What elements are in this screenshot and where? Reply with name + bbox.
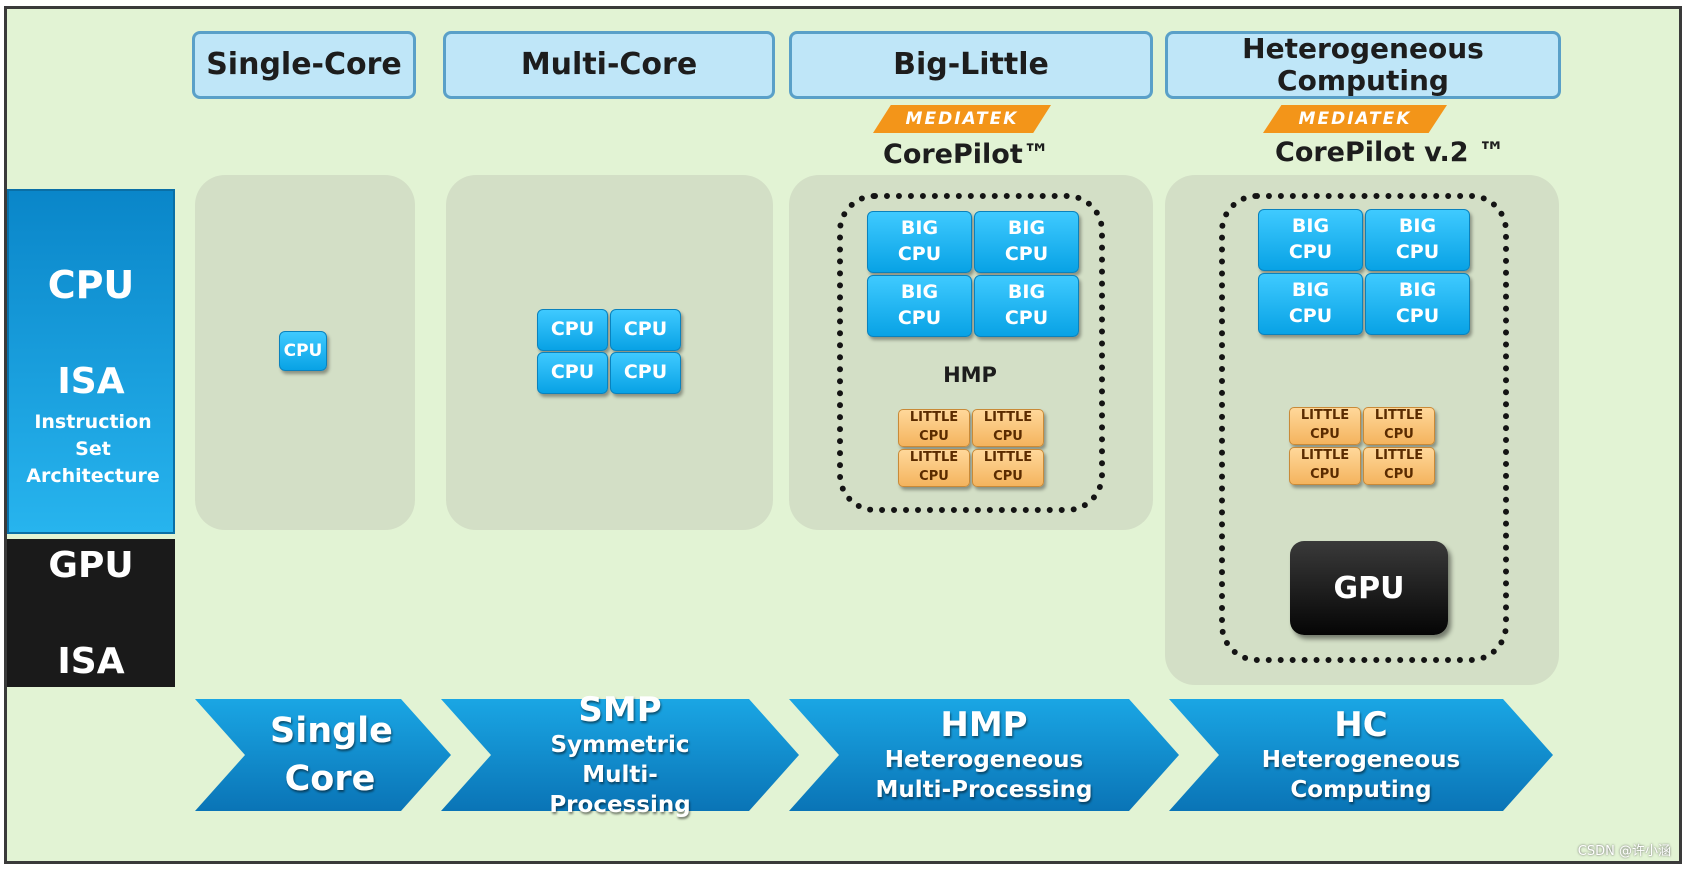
corepilot-label: CorePilot™	[883, 139, 1050, 170]
hmp-cluster-outline	[837, 193, 1105, 513]
multi-cpu-chip-1: CPU	[537, 309, 608, 351]
header-big-little: Big-Little	[789, 31, 1153, 99]
header-heterogeneous-computing: Heterogeneous Computing	[1165, 31, 1561, 99]
hc-big-cpu-chip-4: BIG CPU	[1365, 273, 1470, 335]
cpu-isa-label-block: CPU ISA Instruction Set Architecture	[7, 189, 175, 534]
header-multi-core: Multi-Core	[443, 31, 775, 99]
hc-big-cpu-chip-2: BIG CPU	[1365, 209, 1470, 271]
gpu-isa-label-block: GPU ISA	[7, 539, 175, 687]
arrow-hc: HC Heterogeneous Computing	[1169, 699, 1553, 811]
arrow-smp: SMP Symmetric Multi-Processing	[441, 690, 799, 818]
big-cpu-chip-4: BIG CPU	[974, 275, 1079, 337]
mediatek-logo-v2: MEDIATEK	[1263, 105, 1447, 133]
multi-cpu-chip-3: CPU	[537, 352, 608, 394]
corepilot-v2-label: CorePilot v.2 ™	[1275, 137, 1505, 168]
arrow-hmp: HMP Heterogeneous Multi-Processing	[789, 699, 1179, 811]
multi-core-panel	[446, 175, 773, 530]
hc-little-cpu-chip-2: LITTLE CPU	[1363, 407, 1435, 445]
chevron-arrow-shape	[195, 699, 451, 811]
single-cpu-chip: CPU	[279, 331, 327, 371]
arrow-smp-title: SMP	[578, 690, 662, 730]
arrow-hmp-subtitle: Heterogeneous Multi-Processing	[875, 747, 1093, 803]
big-cpu-chip-1: BIG CPU	[867, 211, 972, 273]
mediatek-logo: MEDIATEK	[873, 105, 1051, 133]
arrow-single-core-title: Single Core	[270, 711, 393, 799]
chevron-arrow-shape	[1169, 699, 1553, 811]
arrow-single-core: Single Core	[195, 699, 451, 811]
hc-little-cpu-chip-1: LITTLE CPU	[1289, 407, 1361, 445]
arrow-hc-subtitle: Heterogeneous Computing	[1261, 747, 1461, 803]
hc-big-cpu-chip-1: BIG CPU	[1258, 209, 1363, 271]
gpu-isa-label: ISA	[57, 641, 125, 682]
header-single-core: Single-Core	[192, 31, 416, 99]
gpu-label: GPU	[48, 545, 134, 586]
hc-little-cpu-chip-4: LITTLE CPU	[1363, 447, 1435, 485]
watermark: CSDN @许小涵	[1577, 844, 1671, 859]
gpu-chip: GPU	[1290, 541, 1448, 635]
arrow-smp-subtitle: Symmetric Multi-Processing	[549, 732, 691, 818]
arrow-hc-title: HC	[1334, 705, 1388, 745]
cpu-isa-label: ISA	[57, 361, 125, 402]
hc-little-cpu-chip-3: LITTLE CPU	[1289, 447, 1361, 485]
multi-cpu-chip-4: CPU	[610, 352, 681, 394]
little-cpu-chip-2: LITTLE CPU	[972, 409, 1044, 447]
chevron-arrow-shape	[789, 699, 1179, 811]
big-cpu-chip-2: BIG CPU	[974, 211, 1079, 273]
chevron-arrow-shape	[441, 699, 799, 811]
big-cpu-chip-3: BIG CPU	[867, 275, 972, 337]
little-cpu-chip-1: LITTLE CPU	[898, 409, 970, 447]
cpu-label: CPU	[47, 263, 135, 307]
hmp-label: HMP	[943, 363, 997, 387]
cpu-isa-description: Instruction Set Architecture	[26, 411, 160, 487]
hc-big-cpu-chip-3: BIG CPU	[1258, 273, 1363, 335]
little-cpu-chip-4: LITTLE CPU	[972, 449, 1044, 487]
arrow-hmp-title: HMP	[940, 705, 1028, 745]
multi-cpu-chip-2: CPU	[610, 309, 681, 351]
hc-cluster-outline	[1219, 193, 1509, 663]
diagram-frame: Single-Core Multi-Core Big-Little Hetero…	[4, 6, 1682, 864]
little-cpu-chip-3: LITTLE CPU	[898, 449, 970, 487]
